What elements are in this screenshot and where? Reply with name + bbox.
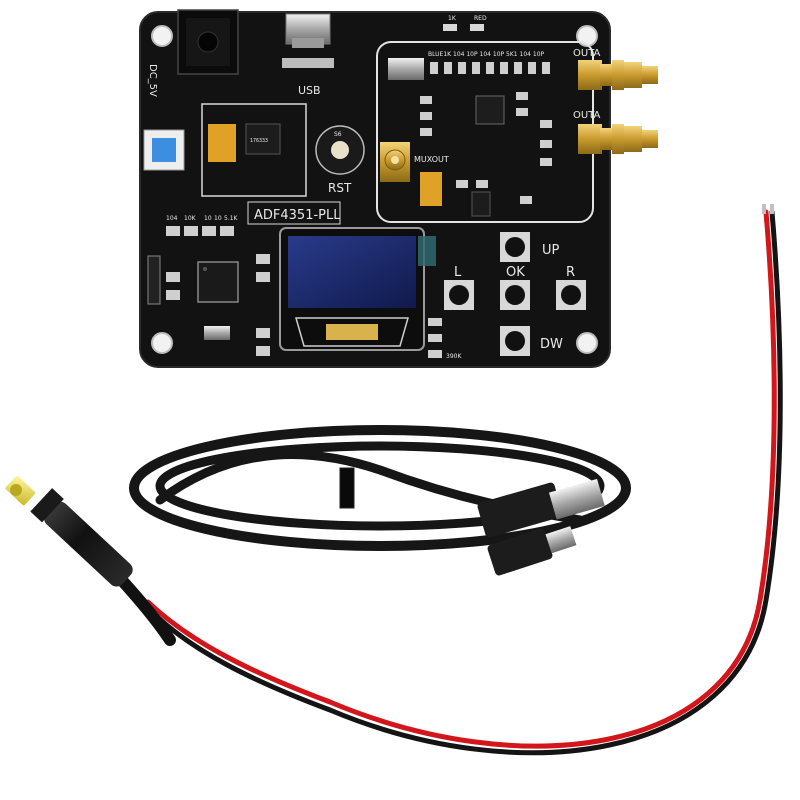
label-104-a: 104 (166, 215, 178, 222)
muxout-label: MUXOUT (414, 155, 449, 164)
led-label-1k: 1K (448, 15, 457, 22)
component-row-label: BLUE1K 104 10P 104 10P 5K1 104 10P (428, 51, 545, 58)
usb-label: USB (298, 84, 321, 97)
small-crystal (204, 326, 230, 340)
output-a-label: OUTA (573, 48, 601, 59)
crystal-oscillator (388, 58, 424, 80)
dc-5v-label: DC_5V (147, 64, 158, 97)
sma-output-b (578, 124, 658, 154)
led-label-red: RED (474, 15, 487, 22)
label-5k1: 5.1K (224, 215, 239, 222)
usb-connector (282, 13, 334, 68)
button-left (444, 280, 474, 310)
button-right-label: R (566, 265, 575, 280)
regulator-chip-2 (471, 191, 491, 217)
usb-mini-plug (487, 526, 577, 576)
dc-plug (5, 475, 176, 646)
label-10-b: 10 (214, 215, 222, 222)
button-right (556, 280, 586, 310)
output-b-label: OUTA (573, 110, 601, 121)
tantalum-cap-2 (420, 172, 442, 206)
button-ok-label: OK (506, 265, 525, 280)
oled-display (279, 227, 436, 351)
dc-power-jack (177, 9, 239, 75)
button-ok (500, 280, 530, 310)
nav-buttons (444, 232, 586, 356)
smd-pads (420, 62, 552, 204)
reset-button (315, 125, 365, 175)
muxout-connector (380, 142, 410, 182)
button-down (500, 326, 530, 356)
adf4351-board: DC_5V USB 1K RED 176333 S6 RST (139, 9, 658, 368)
label-10k: 10K (184, 215, 197, 222)
pin-header (147, 255, 161, 305)
button-left-label: L (454, 265, 462, 280)
left-smd-components (166, 226, 270, 356)
sma-output-a (578, 60, 658, 90)
tantalum-cap (208, 124, 236, 162)
power-wire (145, 204, 783, 756)
usb-a-plug (477, 478, 605, 538)
regulator-box (201, 103, 307, 197)
model-label: ADF4351-PLL (254, 208, 341, 223)
label-390k: 390K (446, 353, 462, 360)
button-down-label: DW (540, 337, 563, 352)
model-label-box (247, 201, 341, 225)
label-10-a: 10 (204, 215, 212, 222)
reset-label: RST (328, 181, 352, 195)
microcontroller (197, 261, 239, 303)
button-up-label: UP (542, 243, 560, 258)
pll-chip (475, 95, 505, 125)
mounting-holes (151, 25, 598, 354)
lower-smd-pads (428, 318, 442, 358)
svg-text:176333: 176333 (250, 138, 268, 144)
reset-switch-label: S6 (334, 131, 342, 138)
power-switch (143, 129, 185, 171)
button-up (500, 232, 530, 262)
regulator-chip: 176333 (245, 123, 281, 155)
